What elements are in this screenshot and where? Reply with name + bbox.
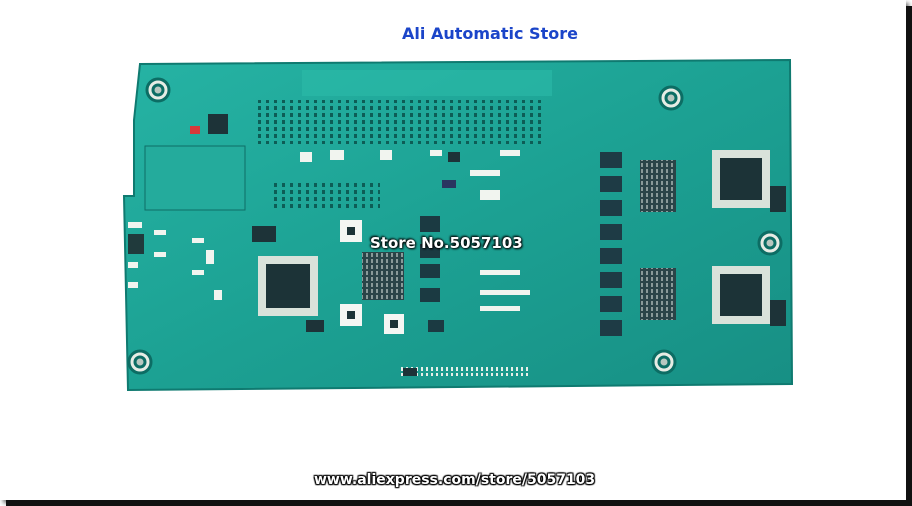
edge-connector-area	[302, 70, 552, 96]
chip	[770, 300, 786, 326]
store-title: Ali Automatic Store	[402, 24, 578, 43]
chip	[208, 114, 228, 134]
chip	[770, 186, 786, 212]
chip	[448, 152, 460, 162]
qfp-chip	[720, 274, 762, 316]
mounting-hole	[127, 77, 783, 375]
chip	[306, 320, 324, 332]
qfp-chip	[720, 158, 762, 200]
frame-shadow-bottom	[6, 500, 912, 506]
chip	[190, 126, 200, 134]
qfp-chip	[266, 264, 310, 308]
store-url[interactable]: www.aliexpress.com/store/5057103	[314, 472, 596, 488]
via-array	[270, 180, 380, 210]
chip	[442, 180, 456, 188]
chip	[252, 226, 276, 242]
chip	[403, 368, 417, 376]
frame-shadow-right	[906, 6, 912, 506]
chip	[128, 234, 144, 254]
silkscreen-box	[144, 145, 246, 211]
pin-header	[400, 366, 530, 376]
via-array	[255, 100, 545, 144]
test-pad	[340, 220, 404, 334]
store-number-watermark: Store No.5057103	[370, 234, 523, 252]
relay-chip	[420, 216, 444, 332]
relay-chip	[600, 152, 622, 336]
smd-components	[300, 150, 530, 311]
